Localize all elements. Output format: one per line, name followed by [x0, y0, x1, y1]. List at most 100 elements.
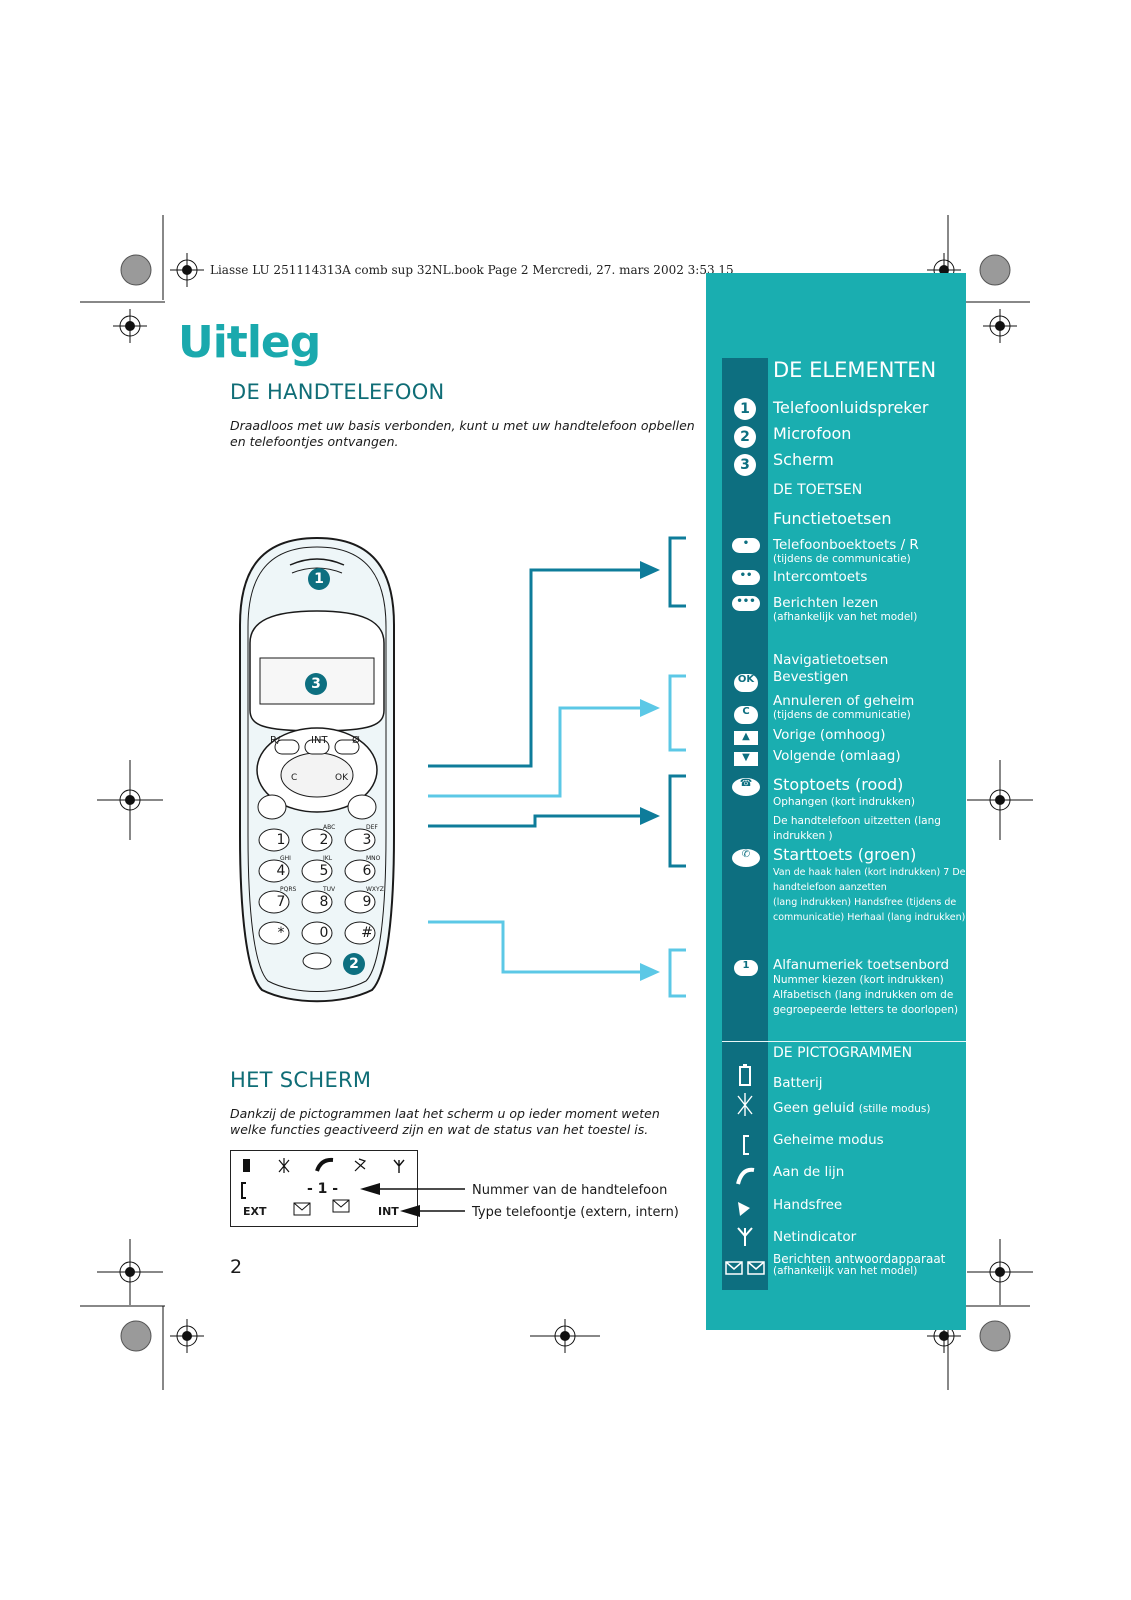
- display-int-label: INT: [378, 1205, 399, 1218]
- arrow-label-number: Nummer van de handtelefoon: [472, 1183, 668, 1198]
- cancel-sub: (tijdens de communicatie): [773, 709, 911, 721]
- phonebook-key-icon: •: [732, 538, 760, 553]
- display-ext-label: EXT: [243, 1205, 267, 1218]
- keypad-key-6: 7: [276, 894, 286, 910]
- element-microphone: Microfoon: [773, 424, 852, 443]
- panel-divider: [722, 1041, 966, 1042]
- ok-key-icon: OK: [734, 674, 758, 692]
- down-label: Volgende (omlaag): [773, 748, 901, 764]
- keypad-letters-4: JKL: [323, 855, 333, 862]
- callout-3: 3: [305, 673, 327, 695]
- keypad-key-8: 9: [362, 894, 372, 910]
- keypad-letters-8: WXYZ: [366, 886, 384, 893]
- keys-heading: DE TOETSEN: [773, 482, 863, 498]
- handsfree-icon: [738, 1202, 750, 1216]
- nav-keys-heading: Navigatietoetsen: [773, 652, 889, 668]
- intercom-key-label: Intercomtoets: [773, 569, 868, 585]
- start-sub-4: communicatie) Herhaal (lang indrukken): [773, 912, 966, 923]
- silent-label-sub: (stille modus): [858, 1103, 931, 1115]
- key-label-c: C: [291, 773, 298, 783]
- keypad-key-3: 4: [276, 863, 286, 879]
- keypad-key-7: 8: [319, 894, 329, 910]
- start-sub-1: Van de haak halen (kort indrukken) 7 De: [773, 867, 966, 878]
- page-number: 2: [230, 1256, 243, 1278]
- answering-label: Berichten antwoordapparaat: [773, 1252, 946, 1266]
- display-number: - 1 -: [307, 1181, 339, 1197]
- handsfree-label: Handsfree: [773, 1197, 843, 1213]
- alpha-sub-3: gegroepeerde letters te doorlopen): [773, 1004, 959, 1016]
- keypad-letters-2: DEF: [366, 824, 378, 831]
- key-label-ok: OK: [335, 773, 348, 783]
- keypad-key-9: *: [277, 925, 285, 941]
- element-badge-1: 1: [734, 398, 756, 420]
- secret-icon: [743, 1135, 749, 1155]
- silent-icon: [737, 1093, 753, 1116]
- element-badge-2: 2: [734, 426, 756, 448]
- alpha-sub-2: Alfabetisch (lang indrukken om de: [773, 989, 954, 1001]
- element-screen: Scherm: [773, 450, 834, 469]
- intercom-key-icon: ••: [732, 570, 760, 585]
- secret-label: Geheime modus: [773, 1132, 884, 1148]
- phonebook-key-label: Telefoonboektoets / R: [773, 537, 919, 553]
- handset-illustration: [239, 536, 395, 1003]
- hangup-key-icon: ☎: [732, 778, 760, 796]
- up-key-icon: ▲: [734, 731, 758, 745]
- element-speaker: Telefoonluidspreker: [773, 398, 929, 417]
- start-key-label: Starttoets (groen): [773, 845, 917, 864]
- messages-key-icon: •••: [732, 596, 760, 611]
- confirm-label: Bevestigen: [773, 669, 849, 685]
- alpha-key-label: Alfanumeriek toetsenbord: [773, 957, 950, 973]
- print-header-line: Liasse LU 251114313A comb sup 32NL.book …: [210, 263, 734, 277]
- start-key-icon: ✆: [732, 849, 760, 867]
- online-label: Aan de lijn: [773, 1164, 845, 1180]
- keypad-letters-6: PQRS: [280, 886, 297, 893]
- network-label: Netindicator: [773, 1229, 857, 1245]
- down-key-icon: ▼: [734, 752, 758, 766]
- keypad-key-1: 2: [319, 832, 329, 848]
- keypad-letters-1: ABC: [323, 824, 336, 831]
- display-arrows: [360, 1183, 465, 1217]
- arrow-label-type: Type telefoontje (extern, intern): [472, 1205, 679, 1220]
- alpha-key-icon: 1: [734, 960, 758, 976]
- keypad-letters-5: MNO: [366, 855, 381, 862]
- screen-heading: HET SCHERM: [230, 1068, 372, 1092]
- c-key-icon: C: [734, 706, 758, 724]
- cancel-label: Annuleren of geheim: [773, 693, 915, 709]
- up-label: Vorige (omhoog): [773, 727, 886, 743]
- start-sub-2: handtelefoon aanzetten: [773, 882, 887, 893]
- alpha-sub-1: Nummer kiezen (kort indrukken): [773, 974, 944, 986]
- keypad-key-10: 0: [319, 925, 329, 941]
- screen-intro: Dankzij de pictogrammen laat het scherm …: [230, 1106, 660, 1137]
- messages-key-label: Berichten lezen: [773, 595, 879, 611]
- page-title: Uitleg: [178, 317, 321, 368]
- stop-sub-3: indrukken ): [773, 830, 833, 842]
- handset-heading: DE HANDTELEFOON: [230, 380, 445, 404]
- keypad-key-0: 1: [276, 832, 286, 848]
- keypad-key-5: 6: [362, 863, 372, 879]
- phonebook-key-sub: (tijdens de communicatie): [773, 553, 911, 565]
- silent-label: Geen geluid (stille modus): [773, 1100, 931, 1116]
- elements-heading: DE ELEMENTEN: [773, 358, 937, 382]
- silent-label-text: Geen geluid: [773, 1100, 855, 1116]
- callout-1: 1: [308, 568, 330, 590]
- battery-label: Batterij: [773, 1075, 823, 1091]
- stop-sub-2: De handtelefoon uitzetten (lang: [773, 815, 941, 827]
- answering-sub: (afhankelijk van het model): [773, 1265, 918, 1277]
- element-badge-3: 3: [734, 454, 756, 476]
- stop-key-label: Stoptoets (rood): [773, 775, 904, 794]
- function-keys-heading: Functietoetsen: [773, 509, 892, 528]
- keypad-letters-7: TUV: [323, 886, 336, 893]
- key-label-int: INT: [311, 735, 328, 746]
- online-icon: [736, 1167, 755, 1185]
- messages-key-sub: (afhankelijk van het model): [773, 611, 918, 623]
- callout-2: 2: [343, 953, 365, 975]
- pictograms-heading: DE PICTOGRAMMEN: [773, 1045, 913, 1061]
- keypad-key-2: 3: [362, 832, 372, 848]
- key-label-mute: Ø: [352, 735, 360, 746]
- key-label-r: R/: [270, 735, 281, 746]
- keypad-letters-3: GHI: [280, 855, 291, 862]
- handset-intro: Draadloos met uw basis verbonden, kunt u…: [230, 418, 695, 449]
- start-sub-3: (lang indrukken) Handsfree (tijdens de: [773, 897, 957, 908]
